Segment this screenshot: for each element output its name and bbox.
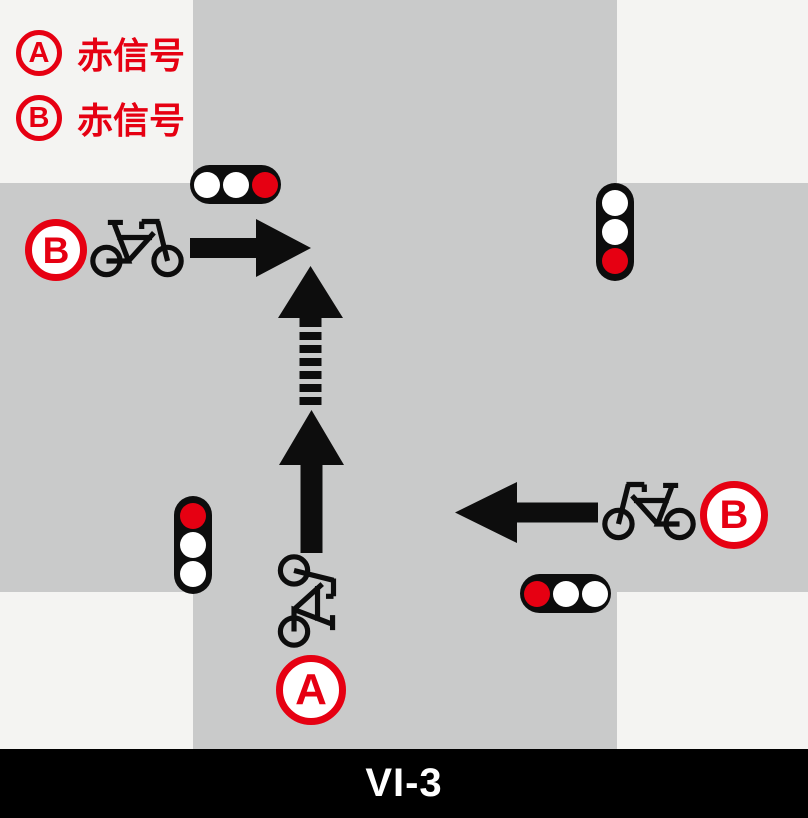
signal-lens-white xyxy=(180,561,206,587)
signal-lens-white xyxy=(581,580,608,607)
signal-lens-red xyxy=(602,248,628,274)
traffic-light-icon-bottom xyxy=(520,574,611,613)
legend-label-a: 赤信号 xyxy=(77,35,186,76)
footer-bar: VI-3 xyxy=(0,749,808,818)
bicycle-icon-a-bottom xyxy=(277,554,343,648)
traffic-light-icon-left-bottom xyxy=(174,496,212,594)
signal-lens-white xyxy=(193,171,220,198)
bicycle-icon-b-right xyxy=(602,475,696,541)
legend-label-b: 赤信号 xyxy=(77,100,186,141)
signal-lens-white xyxy=(602,190,628,216)
marker-b-right: B xyxy=(700,481,768,549)
signal-lens-red xyxy=(523,580,550,607)
marker-a-bottom: A xyxy=(276,655,346,725)
bicycle-icon-b-left xyxy=(90,212,184,278)
arrow-right-icon xyxy=(190,219,311,277)
legend-item-b: B 赤信号 xyxy=(16,92,185,144)
signal-lens-white xyxy=(602,219,628,245)
traffic-light-icon-top xyxy=(190,165,281,204)
legend-badge-a: A xyxy=(16,30,62,76)
marker-b-left: B xyxy=(25,219,87,281)
legend-badge-b: B xyxy=(16,95,62,141)
signal-lens-red xyxy=(251,171,278,198)
legend-item-a: A 赤信号 xyxy=(16,27,185,79)
arrow-left-icon xyxy=(455,482,598,543)
signal-lens-white xyxy=(552,580,579,607)
signal-lens-white xyxy=(222,171,249,198)
traffic-light-icon-right xyxy=(596,183,634,281)
signal-lens-red xyxy=(180,503,206,529)
arrow-up-dashed-icon xyxy=(278,266,343,408)
legend: A 赤信号 B 赤信号 xyxy=(16,27,185,144)
diagram-code: VI-3 xyxy=(365,761,443,805)
arrow-up-icon xyxy=(279,410,344,553)
signal-lens-white xyxy=(180,532,206,558)
